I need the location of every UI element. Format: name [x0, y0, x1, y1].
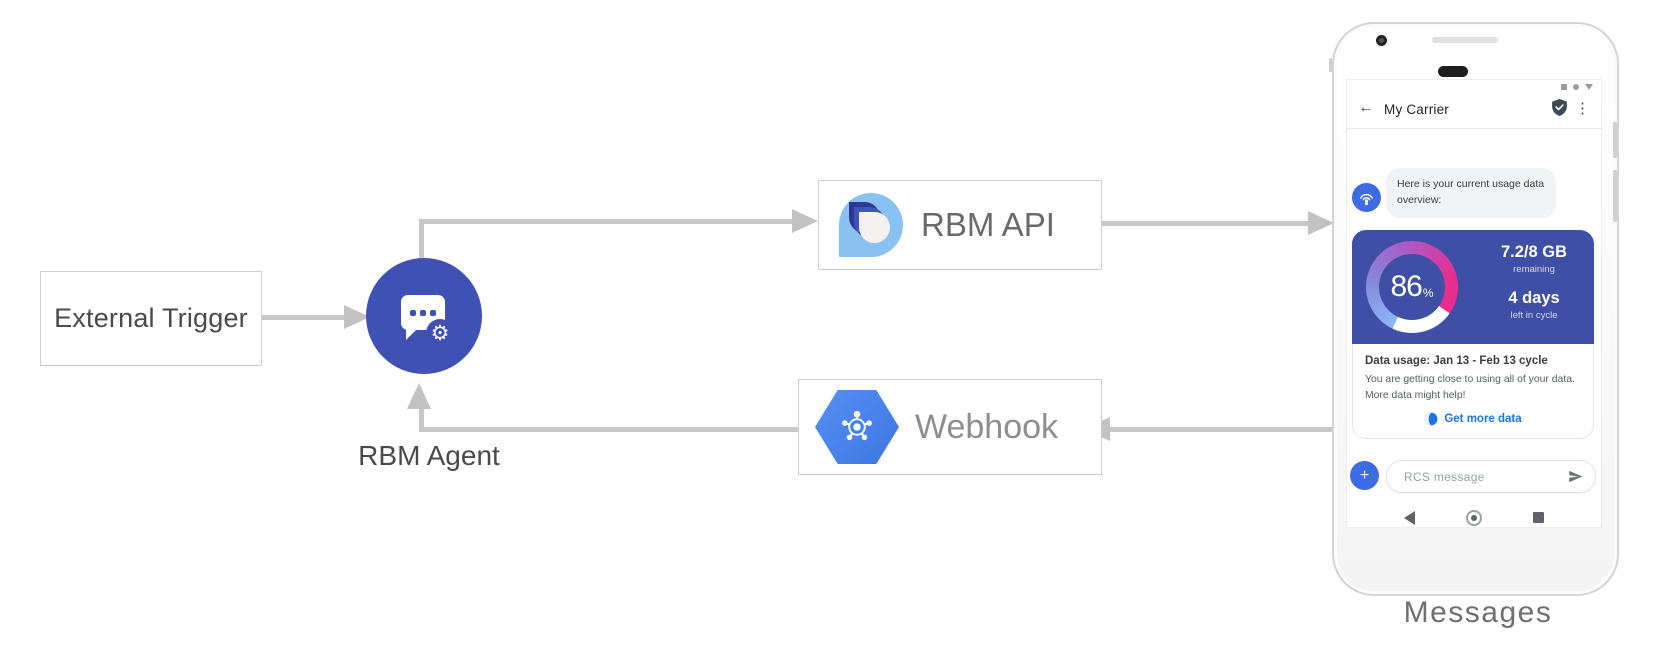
android-nav-bar [1347, 508, 1601, 528]
gauge-percent: 86 [1390, 270, 1422, 303]
usage-rich-card: 86 % 7.2/8 GB remaining 4 days left in c… [1352, 230, 1594, 440]
nav-recents-button[interactable] [1533, 512, 1544, 523]
usage-card-hero: 86 % 7.2/8 GB remaining 4 days left in c… [1352, 230, 1594, 344]
arrow-phone-to-webhook-line [1110, 427, 1334, 432]
status-bar [1561, 84, 1593, 90]
verified-shield-icon [1552, 99, 1567, 121]
external-trigger-label: External Trigger [54, 303, 248, 333]
cloud-hexagon-icon [815, 390, 899, 464]
send-icon [1569, 470, 1583, 483]
webhook-label: Webhook [915, 407, 1059, 446]
nav-back-button[interactable] [1404, 511, 1415, 525]
hotspot-icon [1360, 193, 1373, 205]
header-divider [1347, 128, 1601, 129]
days-left-value: 4 days [1508, 289, 1560, 307]
attach-plus-button[interactable]: + [1350, 461, 1379, 490]
rbm-agent-label: RBM Agent [358, 440, 500, 471]
status-circle-icon [1573, 84, 1579, 90]
arrow-agent-to-api-line [419, 219, 794, 224]
arrow-api-to-phone-line [1080, 221, 1308, 226]
gauge-value: 86 % [1379, 254, 1445, 320]
usage-card-body: You are getting close to using all of yo… [1365, 374, 1575, 401]
message-bubble: Here is your current usage data overview… [1386, 168, 1556, 218]
data-remaining-label: remaining [1513, 264, 1555, 275]
conversation-title: My Carrier [1384, 102, 1449, 117]
gauge-percent-unit: % [1422, 285, 1434, 300]
power-button [1613, 122, 1617, 158]
arrow-trigger-to-agent-line [260, 315, 344, 320]
sim-notch [1329, 58, 1332, 72]
globe-icon [1424, 412, 1438, 426]
days-left-label: left in cycle [1510, 310, 1558, 321]
arrow-api-to-phone-head [1308, 211, 1334, 235]
speaker-grille [1432, 37, 1498, 43]
usage-gauge: 86 % [1366, 241, 1458, 333]
rbm-api-label: RBM API [921, 206, 1055, 243]
gear-icon: ⚙ [430, 320, 450, 345]
arrow-trigger-to-agent-head [344, 305, 370, 329]
rbm-api-node: RBM API [818, 180, 1102, 270]
front-camera-icon [1376, 35, 1387, 46]
chat-gear-icon: ⚙ [397, 289, 454, 347]
send-button[interactable] [1567, 469, 1584, 484]
agent-avatar [1352, 183, 1381, 212]
back-button[interactable]: ← [1358, 99, 1374, 116]
status-triangle-icon [1585, 84, 1593, 90]
volume-button [1613, 170, 1617, 222]
earpiece [1438, 66, 1468, 77]
get-more-data-label: Get more data [1444, 413, 1522, 426]
rbm-api-logo-icon [839, 193, 903, 257]
overflow-menu-button[interactable]: ⋮ [1575, 100, 1590, 117]
usage-card-title: Data usage: Jan 13 - Feb 13 cycle [1365, 355, 1548, 367]
usage-card-details: Data usage: Jan 13 - Feb 13 cycle You ar… [1352, 344, 1594, 440]
external-trigger-node: External Trigger [40, 271, 262, 366]
arrow-webhook-to-agent-head [407, 383, 431, 409]
data-remaining-value: 7.2/8 GB [1500, 243, 1568, 261]
hub-spokes-icon [842, 410, 872, 441]
message-input[interactable] [1402, 468, 1567, 485]
status-square-icon [1561, 84, 1567, 90]
arrow-webhook-to-agent-line [421, 427, 798, 432]
get-more-data-button[interactable]: Get more data [1365, 412, 1581, 426]
webhook-node: Webhook [798, 379, 1102, 475]
rbm-agent-node: ⚙ [366, 258, 482, 374]
composer [1386, 460, 1596, 493]
nav-home-button[interactable] [1466, 510, 1482, 526]
arrow-webhook-to-agent-vertical [419, 408, 424, 432]
phone-screen: ← My Carrier ⋮ Here is your current usag… [1347, 80, 1601, 527]
arrow-agent-to-api-head [792, 209, 818, 233]
messages-caption: Messages [1403, 596, 1553, 629]
conversation-header: ← My Carrier ⋮ [1347, 94, 1601, 128]
arrow-agent-to-api-vertical [419, 219, 424, 261]
usage-stats: 7.2/8 GB remaining 4 days left in cycle [1482, 243, 1586, 321]
